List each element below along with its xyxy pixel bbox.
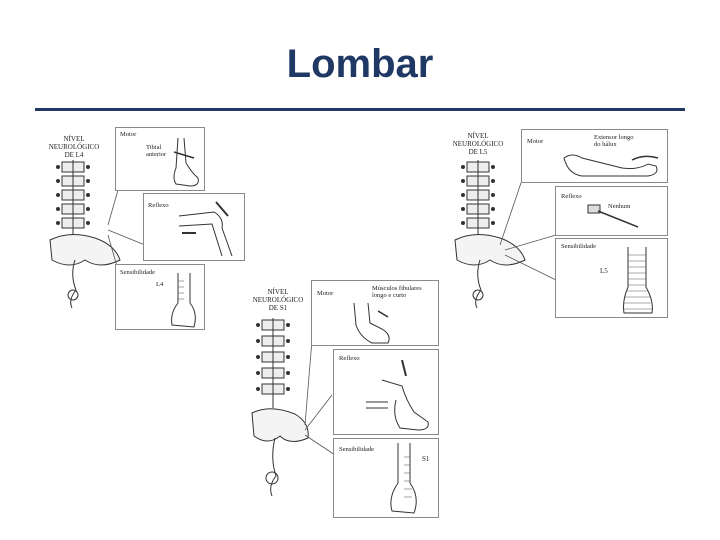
motor-box-l5: Motor Extensor longo do hálux — [521, 129, 668, 183]
reflex-label-l4: Reflexo — [148, 202, 169, 209]
motor-label-s1: Motor — [317, 290, 334, 297]
foot-dermatome-s1-icon — [390, 443, 417, 514]
foot-dermatome-l4-icon — [171, 273, 196, 328]
spine-pelvis-l5-illustration — [454, 160, 526, 309]
sensory-box-l4: Sensibilidade L4 — [115, 264, 205, 330]
sensory-label-l4: Sensibilidade — [120, 269, 156, 276]
motor-muscle-l4: Tibial anterior — [146, 144, 167, 159]
title-underline — [35, 108, 685, 111]
level-label-s1: NÍVEL NEUROLÓGICO DE S1 — [252, 288, 304, 313]
dermatome-label-l5: L5 — [600, 267, 608, 275]
sensory-label-l5: Sensibilidade — [561, 243, 597, 250]
spine-pelvis-s1-illustration — [251, 318, 309, 497]
sensory-box-s1: Sensibilidade S1 — [333, 438, 439, 518]
motor-muscle-s1: Músculos fibulares longo e curto — [372, 285, 422, 300]
slide-title: Lombar — [286, 42, 434, 86]
foot-motor-l5-icon — [563, 154, 659, 177]
reflex-box-l5: Reflexo Nenhum — [555, 186, 668, 236]
foot-motor-s1-icon — [353, 302, 390, 344]
foot-dermatome-l5-icon — [623, 247, 653, 314]
level-label-l4: NÍVEL NEUROLÓGICO DE L4 — [48, 135, 100, 160]
motor-box-l4: Motor Tibial anterior — [115, 127, 205, 191]
motor-box-s1: Motor Músculos fibulares longo e curto — [311, 280, 439, 346]
reflex-box-s1: Reflexo — [333, 349, 439, 435]
reflex-label-l5: Reflexo — [561, 193, 582, 200]
knee-reflex-l4-icon — [178, 201, 233, 257]
sensory-box-l5: Sensibilidade L5 — [555, 238, 668, 318]
reflex-value-l5: Nenhum — [608, 203, 631, 210]
ankle-reflex-s1-icon — [366, 359, 429, 431]
motor-label-l5: Motor — [527, 138, 544, 145]
level-label-l5: NÍVEL NEUROLÓGICO DE L5 — [452, 132, 504, 157]
foot-motor-l4-icon — [173, 137, 199, 187]
motor-label-l4: Motor — [120, 131, 137, 138]
reflex-box-l4: Reflexo — [143, 193, 245, 261]
dermatome-label-s1: S1 — [422, 455, 430, 463]
sensory-label-s1: Sensibilidade — [339, 446, 375, 453]
motor-muscle-l5: Extensor longo do hálux — [594, 134, 634, 149]
reflex-hammer-l5-icon — [587, 204, 639, 228]
reflex-label-s1: Reflexo — [339, 355, 360, 362]
dermatome-label-l4: L4 — [156, 281, 164, 288]
spine-pelvis-l4-illustration — [49, 160, 121, 309]
